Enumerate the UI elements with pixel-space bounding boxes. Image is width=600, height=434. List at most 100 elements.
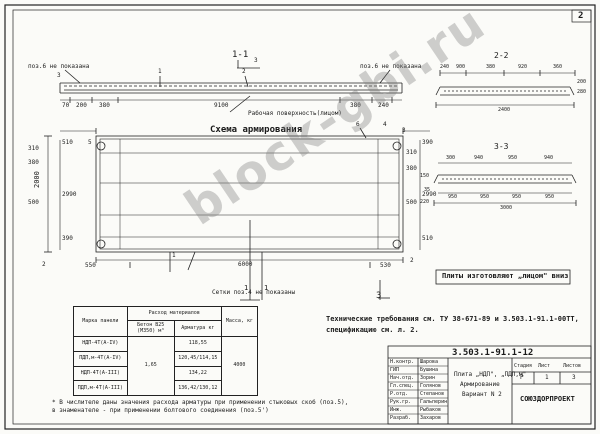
table-cell: 134,22 [173,365,222,382]
sheet-header: Лист [538,363,551,369]
section-mark: 3 [376,291,382,301]
pos-mark: 3 [57,72,61,79]
dim: 150 [420,173,430,179]
dim: 900 [456,64,466,70]
dim: 950 [512,194,522,200]
dim: 920 [518,64,528,70]
section-2-2-lines [435,70,576,108]
sheet-number: 2 [578,11,584,21]
dim: 310 [28,145,39,152]
dim: 200 [577,79,587,85]
signature-name: Рыбаков [420,407,442,413]
signature-name: Гальперин [420,399,448,405]
plate-note: Плиты изготовляют „лицом" вниз [442,272,569,280]
signature-name: Голянов [420,383,442,389]
signature-role: Нач.отд. [390,375,415,381]
signature-role: ГИП [390,367,400,373]
dim: 360 [553,64,563,70]
section-2-2-label: 2-2 [494,51,509,60]
dim: 510 [422,235,433,242]
dim: 280 [577,89,587,95]
dim: 950 [545,194,555,200]
pos-mark: 4 [383,121,387,128]
stage-value: Р [520,374,524,381]
dim: 70 [62,102,70,109]
table-cell: 4000 [220,336,259,396]
dim: 380 [406,165,417,172]
col-header: Марка панели [73,306,128,337]
dim: 950 [448,194,458,200]
doc-code: 3.503.1-91.1-12 [452,348,534,358]
table-row: НДП-4Т(А-III) 134,22 [73,365,258,382]
signature-role: Н.контр. [390,359,415,365]
signature-role: Инж. [390,407,403,413]
dim: 3000 [500,205,513,211]
dim: 220 [420,199,430,205]
stage-header: Стадия [514,363,533,369]
dim: 380 [350,102,361,109]
section-1-1-pos6-left: поз.6 не показана [28,63,90,70]
signature-role: Рук.гр. [390,399,412,405]
signature-name: Зорин [420,375,436,381]
section-3-3-lines [433,162,577,206]
dim: 9100 [214,102,229,109]
organization: СОЮЗДОРПРОЕКТ [520,395,575,403]
sheets-header: Листов [563,363,582,369]
section-3-3-label: 3-3 [494,142,509,151]
dim: 300 [446,155,456,161]
sheets-value: 3 [572,374,576,381]
dim: 380 [28,159,39,166]
pos-mark: 2 [242,68,246,75]
section-1-1-pos6-right: поз.6 не показана [360,63,422,70]
col-subheader: Арматура кг [173,320,222,337]
table-cell: 136,42/130,12 [173,380,222,396]
dim: 950 [508,155,518,161]
signature-name: Захаров [420,415,442,421]
signature-role: Разраб. [390,415,412,421]
dim: 240 [378,102,389,109]
pos-mark: 1 [172,252,176,259]
table-cell: 1,65 [126,336,175,396]
dim: 2400 [498,107,511,113]
col-header: Расход материалов [126,306,222,321]
section-1-1-label: 1-1 [232,50,249,60]
dim: 2990 [422,191,437,198]
pos-mark: 5 [88,139,92,146]
dim: 550 [85,262,96,269]
section-mark: 1 [244,284,249,292]
pos-mark: 3 [402,127,406,134]
table-row: ПДП,м-4Т(А-III) 136,42/130,12 [73,380,258,396]
scheme-title: Схема армирования [210,125,303,135]
loops-note: Сетки поз.4 не показаны [212,289,296,296]
dim: 35 [424,187,431,193]
title-line-1: Плита „НДП", „ПДП,м" [454,371,527,378]
signature-name: Шарова [420,359,439,365]
section-1-1-lines [59,60,403,113]
dim: 6000 [238,261,253,268]
pos-mark: 2 [42,261,46,268]
dim: 390 [422,139,433,146]
signature-name: Бушина [420,367,439,373]
marks-table: Марка панели Расход материалов Масса, кг… [73,306,259,396]
dim: 200 [76,102,87,109]
title-line-3: Вариант N 2 [462,391,502,398]
dim: 2990 [62,191,77,198]
dim: 380 [99,102,110,109]
title-line-2: Армирование [460,381,500,388]
table-row: НДП-4Т(А-IV) 1,65 118,55 4000 [73,336,259,396]
pos-mark: 3 [254,57,258,64]
dim: 390 [62,235,73,242]
table-cell: 118,55 [173,336,222,352]
dim: 530 [380,262,391,269]
col-header: Масса, кг [220,306,259,337]
section-mark: 1 [264,284,269,292]
dim: 950 [480,194,490,200]
table-cell: ПДП,м-4Т(А-III) [73,380,128,396]
pos-mark: 2 [410,257,414,264]
dim: 510 [62,139,73,146]
pos-mark: 1 [158,68,162,75]
sheet-value: 1 [545,374,549,381]
dim: 310 [406,149,417,156]
